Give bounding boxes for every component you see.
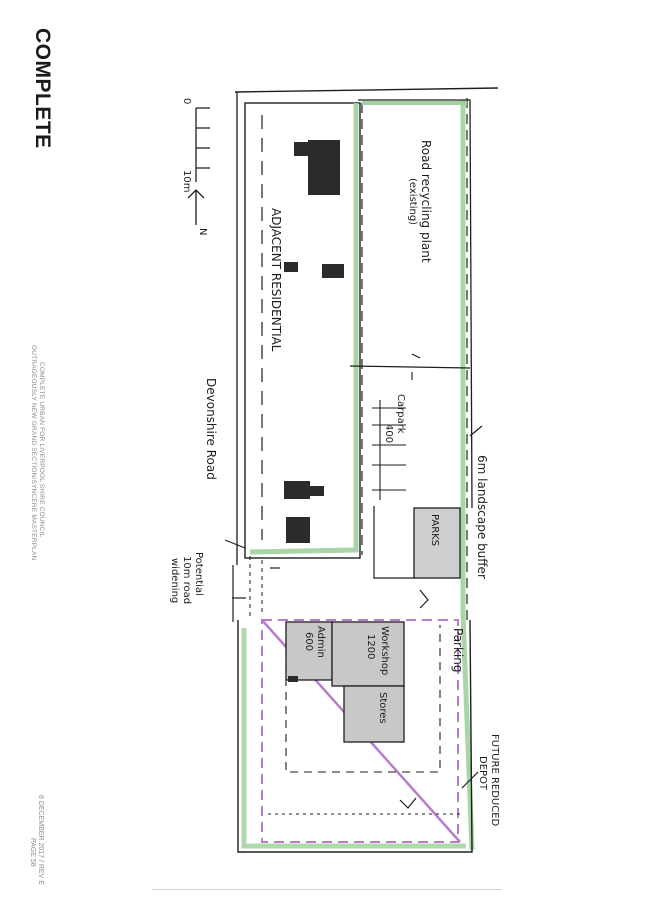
dark-building-4 [322, 264, 344, 278]
parks-access [373, 506, 414, 579]
label-parks: PARKS [429, 514, 440, 546]
parks-block [413, 507, 461, 579]
label-carpark-count: 400 [383, 424, 394, 443]
workshop-building [331, 621, 405, 687]
label-residential: ADJACENT RESIDENTIAL [269, 208, 283, 352]
label-workshop: Workshop [379, 626, 390, 675]
label-stores: Stores [377, 692, 388, 724]
depot-inner-arrow [399, 797, 417, 809]
scale-ten-label: 10m [181, 170, 192, 192]
label-potential: Potential [193, 552, 204, 596]
depot-arrow [461, 771, 479, 789]
label-devonshire-road: Devonshire Road [204, 378, 218, 480]
admin-building [285, 621, 333, 681]
dark-building-5 [284, 481, 310, 499]
label-admin: Admin [315, 626, 326, 658]
label-workshop-area: 1200 [365, 634, 376, 659]
carpark-bays [372, 372, 413, 500]
label-potential-2: 10m road [181, 556, 192, 604]
bottom-divider [152, 889, 502, 890]
dark-building-3 [284, 262, 298, 272]
depot-site-outline [237, 619, 473, 853]
dark-building-6 [310, 486, 324, 496]
carpark-divider [349, 365, 471, 369]
depot-inner-dashed [285, 622, 441, 773]
parking-arrow [419, 589, 429, 609]
scale-ticks [196, 107, 210, 169]
landscape-strip-residential [249, 103, 359, 555]
scale-zero-label: 0 [181, 98, 192, 104]
label-admin-area: 600 [303, 632, 314, 651]
label-recycling: Road recycling plant [419, 140, 433, 263]
label-potential-3: widening [169, 558, 180, 603]
north-arrow [187, 189, 205, 225]
recycling-site-outline [358, 99, 473, 509]
residential-block [244, 102, 361, 559]
landscape-strip-east [460, 100, 475, 851]
road-outline-top [234, 87, 499, 93]
label-landscape-buffer: 6m landscape buffer [475, 455, 489, 579]
dark-building-1 [308, 140, 340, 195]
label-depot-1: FUTURE REDUCED [489, 734, 500, 827]
label-recycling-sub: (existing) [407, 178, 418, 225]
label-depot-2: DEPOT [477, 756, 488, 791]
landscape-strip-depot [241, 628, 466, 849]
north-label: N [197, 228, 208, 235]
potential-arrow [224, 539, 246, 549]
admin-marker [288, 676, 298, 682]
depot-boundary-purple [261, 619, 459, 843]
buffer-arrow [469, 425, 483, 437]
dark-building-7 [286, 517, 310, 543]
stores-building [343, 685, 405, 743]
dark-building-2 [294, 142, 312, 156]
label-carpark: Carpark [395, 394, 406, 434]
carpark-arrow [411, 353, 421, 359]
label-parking: Parking [451, 628, 465, 673]
